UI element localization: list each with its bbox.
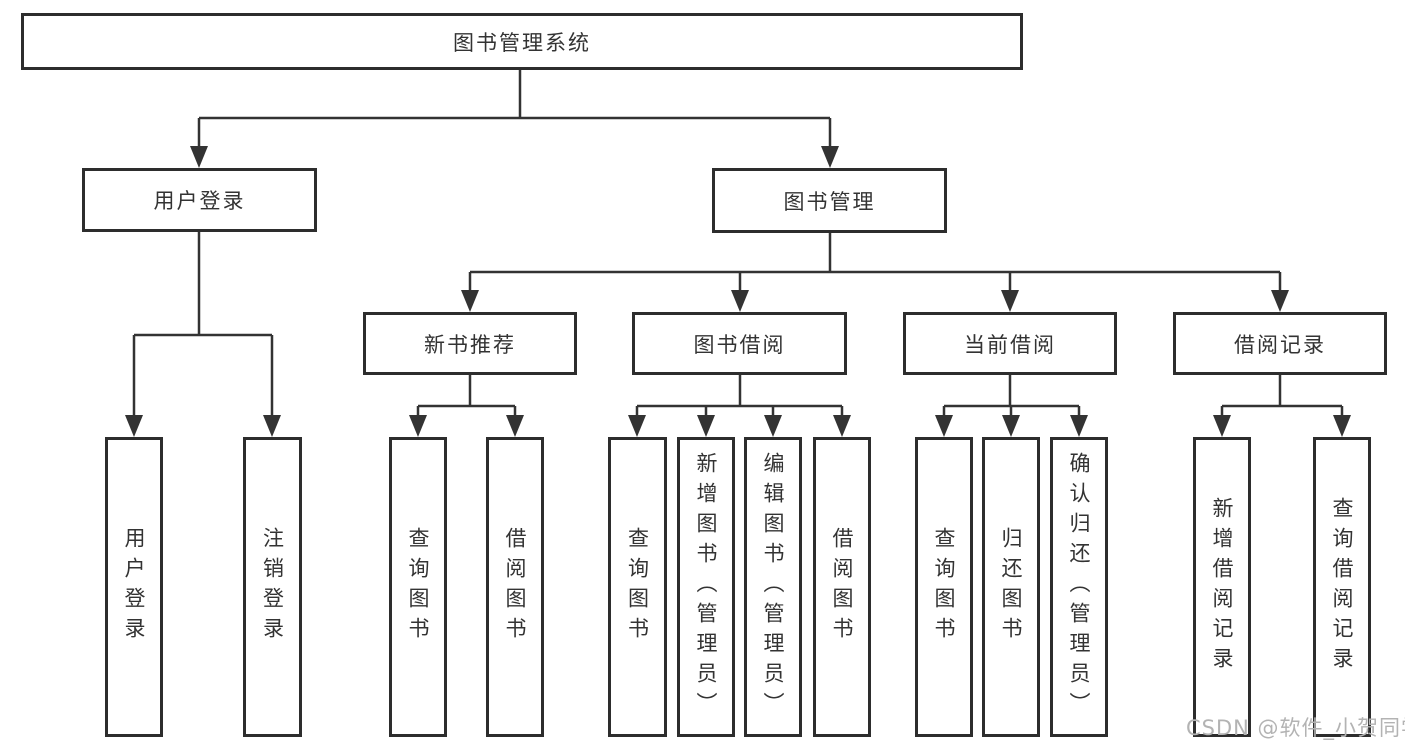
csdn-watermark: CSDN @软件_小贺同学 <box>1186 716 1405 740</box>
leaf-label: 查询图书 <box>406 527 431 647</box>
leaf-return-books: 归还图书 <box>982 437 1040 737</box>
node-current-borrowing: 当前借阅 <box>903 312 1117 375</box>
leaf-query-books-borrowing: 查询图书 <box>608 437 667 737</box>
leaf-add-books-admin: 新增图书（管理员） <box>677 437 735 737</box>
node-borrowing-records: 借阅记录 <box>1173 312 1387 375</box>
leaf-label: 借阅图书 <box>503 527 528 647</box>
node-new-book-recommendation: 新书推荐 <box>363 312 577 375</box>
leaf-logout: 注销登录 <box>243 437 302 737</box>
leaf-label: 编辑图书（管理员） <box>761 452 786 722</box>
leaf-borrow-books: 借阅图书 <box>813 437 871 737</box>
leaf-label: 归还图书 <box>999 527 1024 647</box>
leaf-edit-books-admin: 编辑图书（管理员） <box>744 437 802 737</box>
leaf-query-borrow-record: 查询借阅记录 <box>1313 437 1371 737</box>
leaf-label: 查询借阅记录 <box>1330 497 1355 677</box>
node-user-login: 用户登录 <box>82 168 317 232</box>
leaf-confirm-return-admin: 确认归还（管理员） <box>1050 437 1108 737</box>
leaf-add-borrow-record: 新增借阅记录 <box>1193 437 1251 737</box>
leaf-label: 查询图书 <box>625 527 650 647</box>
leaf-label: 注销登录 <box>260 527 285 647</box>
leaf-query-books-current: 查询图书 <box>915 437 973 737</box>
arrowheads <box>125 146 1351 437</box>
leaf-query-books-recommend: 查询图书 <box>389 437 447 737</box>
leaf-label: 新增借阅记录 <box>1210 497 1235 677</box>
node-library-management-system: 图书管理系统 <box>21 13 1023 70</box>
leaf-borrow-books-recommend: 借阅图书 <box>486 437 544 737</box>
leaf-label: 确认归还（管理员） <box>1067 452 1092 722</box>
node-book-management: 图书管理 <box>712 168 947 233</box>
leaf-label: 用户登录 <box>122 527 147 647</box>
leaf-label: 查询图书 <box>932 527 957 647</box>
leaf-label: 新增图书（管理员） <box>694 452 719 722</box>
node-book-borrowing: 图书借阅 <box>632 312 847 375</box>
leaf-user-login: 用户登录 <box>105 437 163 737</box>
leaf-label: 借阅图书 <box>830 527 855 647</box>
